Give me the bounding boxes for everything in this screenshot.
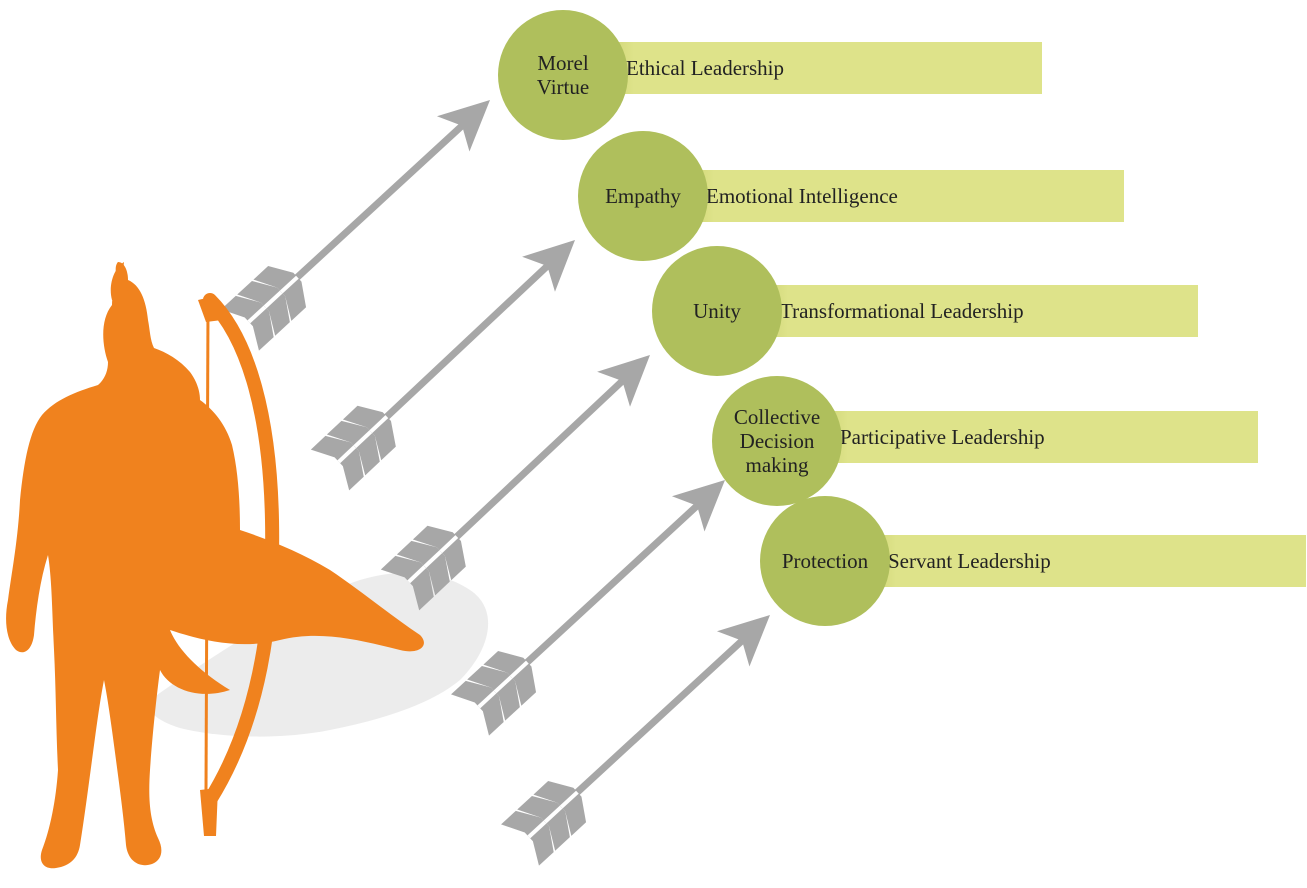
arrow-head	[436, 99, 491, 152]
bar-fill	[754, 285, 1198, 337]
arrow-fletching-slit	[353, 430, 373, 449]
arrow-fletching-slit	[493, 675, 513, 694]
trait-label: Collective Decision making	[733, 405, 821, 477]
bar-fill	[862, 535, 1306, 587]
arrow-shaft	[511, 497, 706, 677]
arrow-shaft	[371, 257, 556, 432]
bar-fill	[680, 170, 1124, 222]
trait-label: Unity	[693, 299, 741, 323]
arrow-icon	[501, 614, 771, 866]
archer-figure-icon	[6, 262, 424, 869]
leadership-label: Emotional Intelligence	[706, 183, 898, 208]
arrow-fletching-slit	[337, 445, 357, 464]
arrow-icon	[380, 354, 651, 611]
arrow-icon	[310, 240, 575, 491]
archer-body-icon	[6, 262, 424, 869]
leadership-label: Participative Leadership	[840, 424, 1045, 449]
bow-tip-bottom-icon	[200, 788, 218, 836]
arrow-head	[671, 479, 726, 532]
bar-fill	[600, 42, 1042, 94]
arrow-fletching-slit	[439, 535, 459, 554]
leadership-bar-participative: Participative Leadership	[814, 411, 1258, 463]
arrow-fletching-slit	[423, 550, 443, 569]
arrow-head	[522, 240, 575, 292]
bow-tip-top-icon	[198, 296, 222, 322]
figure-shadow	[149, 572, 489, 737]
arrow-shaft	[441, 372, 631, 552]
arrow-fletching-slit	[279, 275, 299, 294]
archer-hair-icon	[110, 262, 132, 300]
arrow-head	[597, 354, 651, 407]
trait-label: Empathy	[605, 184, 681, 208]
arrow-fletching-slit	[543, 805, 563, 824]
arrow-fletching-slit	[407, 565, 427, 584]
bow-icon	[203, 293, 280, 807]
trait-circle-empathy: Empathy	[578, 131, 708, 261]
arrow-fletching-slit	[559, 790, 579, 809]
arrow-fletching-slit	[527, 820, 547, 839]
trait-circle-collective-decision-making: Collective Decision making	[712, 376, 842, 506]
arrow-head	[716, 614, 771, 667]
arrow-icon	[221, 99, 491, 351]
trait-circle-morel-virtue: Morel Virtue	[498, 10, 628, 140]
arrow-fletching-slit	[247, 305, 267, 324]
arrow-shaft	[561, 632, 751, 807]
leadership-label: Servant Leadership	[888, 548, 1051, 573]
arrow-fletching-slit	[263, 290, 283, 309]
trait-circle-unity: Unity	[652, 246, 782, 376]
arrow-fletching-slit	[369, 415, 389, 434]
trait-label: Morel Virtue	[536, 51, 590, 99]
leadership-bar-emotional-intelligence: Emotional Intelligence	[680, 170, 1124, 222]
arrow-fletching-slit	[509, 660, 529, 679]
leadership-bar-servant: Servant Leadership	[862, 535, 1306, 587]
arrow-shaft	[281, 117, 471, 292]
leadership-bar-ethical: Ethical Leadership	[600, 42, 1042, 94]
arrow-icon	[451, 479, 726, 736]
bar-fill	[814, 411, 1258, 463]
leadership-label: Transformational Leadership	[780, 298, 1024, 323]
trait-label: Protection	[781, 549, 869, 573]
trait-circle-protection: Protection	[760, 496, 890, 626]
leadership-label: Ethical Leadership	[626, 55, 785, 80]
leadership-bar-transformational: Transformational Leadership	[754, 285, 1198, 337]
arrows-group	[221, 99, 771, 866]
arrow-fletching-slit	[477, 690, 497, 709]
